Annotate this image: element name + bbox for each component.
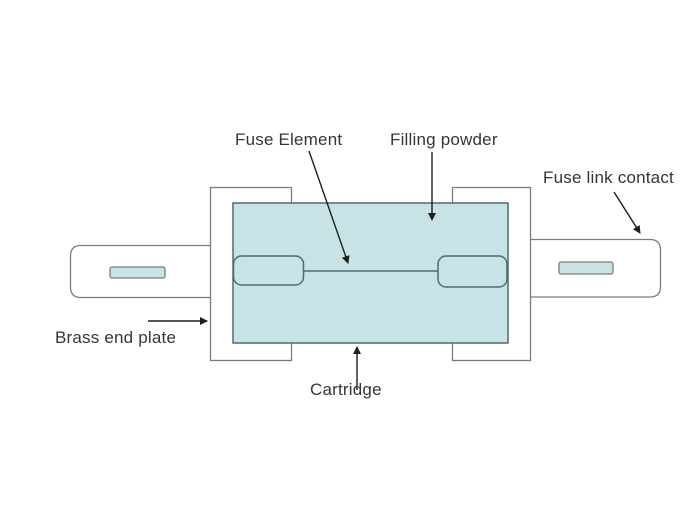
fuse-link-contact-label: Fuse link contact — [543, 168, 674, 187]
cartridge-label: Cartridge — [310, 380, 382, 399]
fuse-element-label: Fuse Element — [235, 130, 343, 149]
right-contact-chip-shape — [558, 261, 614, 275]
left-contact-chip-shape — [109, 266, 166, 279]
filling-powder-label: Filling powder — [390, 130, 498, 149]
fuse-link-contact-arrow — [613, 191, 641, 234]
fuse-element-arrow — [308, 150, 350, 264]
fuse-element-left-cap-shape — [232, 255, 305, 286]
fuse-element-right-cap-shape — [437, 255, 508, 288]
brass-end-plate-label: Brass end plate — [55, 328, 177, 347]
